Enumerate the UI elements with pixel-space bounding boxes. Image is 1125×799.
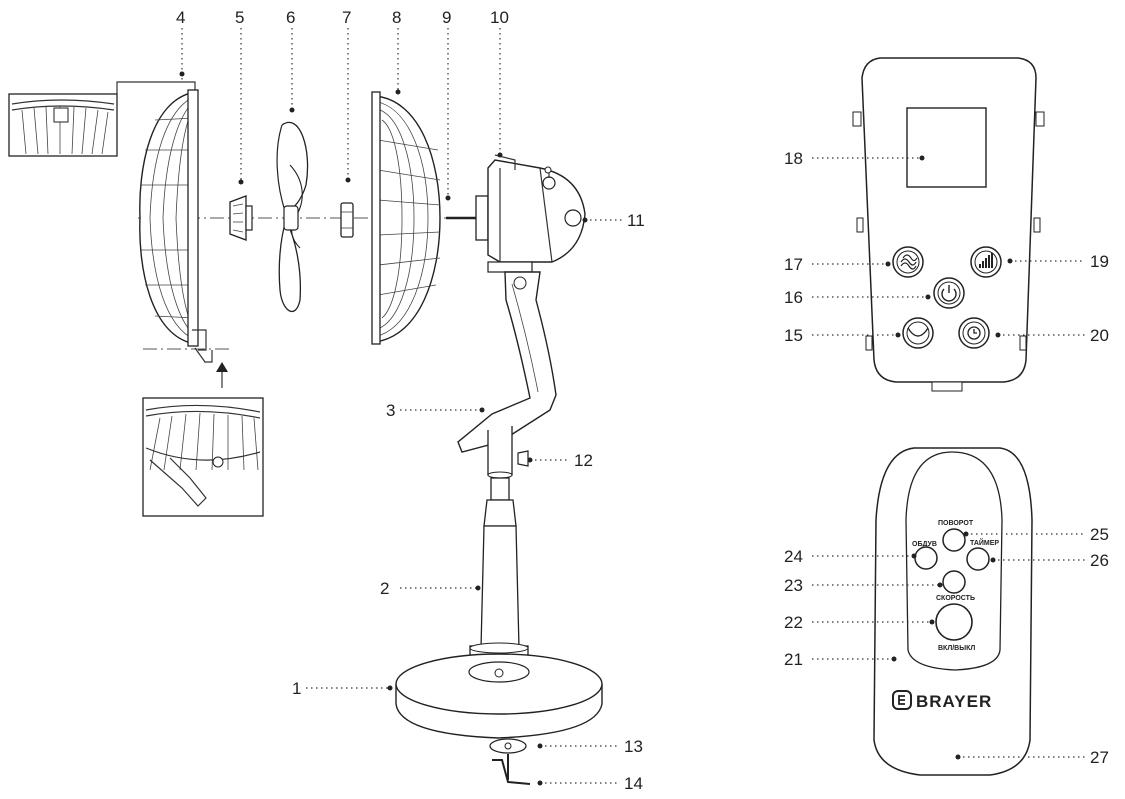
panel-timer-button[interactable] [958, 317, 990, 349]
callout-8: 8 [392, 8, 401, 27]
callout-2: 2 [380, 579, 389, 598]
wind-wave-icon [900, 254, 918, 270]
support-bracket [457, 271, 557, 479]
callout-1: 1 [292, 679, 301, 698]
panel-oscillation-button[interactable] [902, 317, 934, 349]
remote-label-speed: СКОРОСТЬ [936, 595, 975, 602]
callout-23: 23 [784, 576, 803, 595]
rear-grille [139, 89, 213, 363]
base-fastener [489, 738, 531, 785]
callout-12: 12 [574, 451, 593, 470]
clock-icon [967, 326, 981, 340]
callout-26: 26 [1090, 551, 1109, 570]
front-grille [371, 91, 441, 345]
remote-label-rotate: ПОВОРОТ [938, 520, 974, 527]
remote-power-button[interactable] [935, 603, 973, 641]
callout-22: 22 [784, 613, 803, 632]
callout-6: 6 [286, 8, 295, 27]
callout-16: 16 [784, 288, 803, 307]
fan-blade [276, 121, 309, 313]
panel-speed-button[interactable] [970, 246, 1002, 278]
callout-5: 5 [235, 8, 244, 27]
brand-name: BRAYER [916, 692, 992, 711]
callout-15: 15 [784, 326, 803, 345]
callout-21: 21 [784, 650, 803, 669]
locking-ring [340, 202, 354, 238]
callout-14: 14 [624, 774, 643, 793]
callout-4: 4 [176, 8, 185, 27]
remote-mode-button[interactable] [914, 546, 938, 570]
remote-speed-button[interactable] [942, 570, 966, 594]
panel-mode-button[interactable] [892, 246, 924, 278]
spinner-nut [229, 195, 253, 241]
remote-rotate-button[interactable] [942, 528, 966, 552]
callout-19: 19 [1090, 252, 1109, 271]
callout-17: 17 [784, 255, 803, 274]
callout-7: 7 [342, 8, 351, 27]
remote-leader-lines [812, 531, 1085, 760]
remote-label-power: ВКЛ/ВЫКЛ [938, 645, 975, 652]
remote-label-timer: ТАЙМЕР [970, 538, 999, 547]
fan-leader-lines [179, 28, 624, 786]
rotate-icon [907, 327, 929, 337]
panel-leader-lines [812, 155, 1085, 338]
callout-11: 11 [627, 211, 645, 230]
panel-power-button[interactable] [933, 277, 965, 309]
callout-3: 3 [386, 401, 395, 420]
callout-25: 25 [1090, 525, 1109, 544]
callout-20: 20 [1090, 326, 1109, 345]
remote-label-mode: ОБДУВ [912, 541, 937, 548]
callout-13: 13 [624, 737, 643, 756]
callout-10: 10 [490, 8, 509, 27]
callout-27: 27 [1090, 748, 1109, 767]
signal-bars-icon [979, 253, 993, 268]
brayer-logo: BRAYER [892, 690, 992, 711]
control-panel [852, 57, 1045, 392]
callout-18: 18 [784, 149, 803, 168]
lower-clip-detail-inset [142, 362, 264, 517]
callout-9: 9 [442, 8, 451, 27]
remote-timer-button[interactable] [966, 547, 990, 571]
callout-24: 24 [784, 547, 803, 566]
telescopic-pole [469, 477, 529, 671]
power-icon [941, 285, 957, 302]
motor-housing [446, 154, 586, 273]
base-plate [395, 653, 603, 739]
display-screen [906, 107, 987, 188]
rear-grille-detail-inset [8, 81, 196, 157]
